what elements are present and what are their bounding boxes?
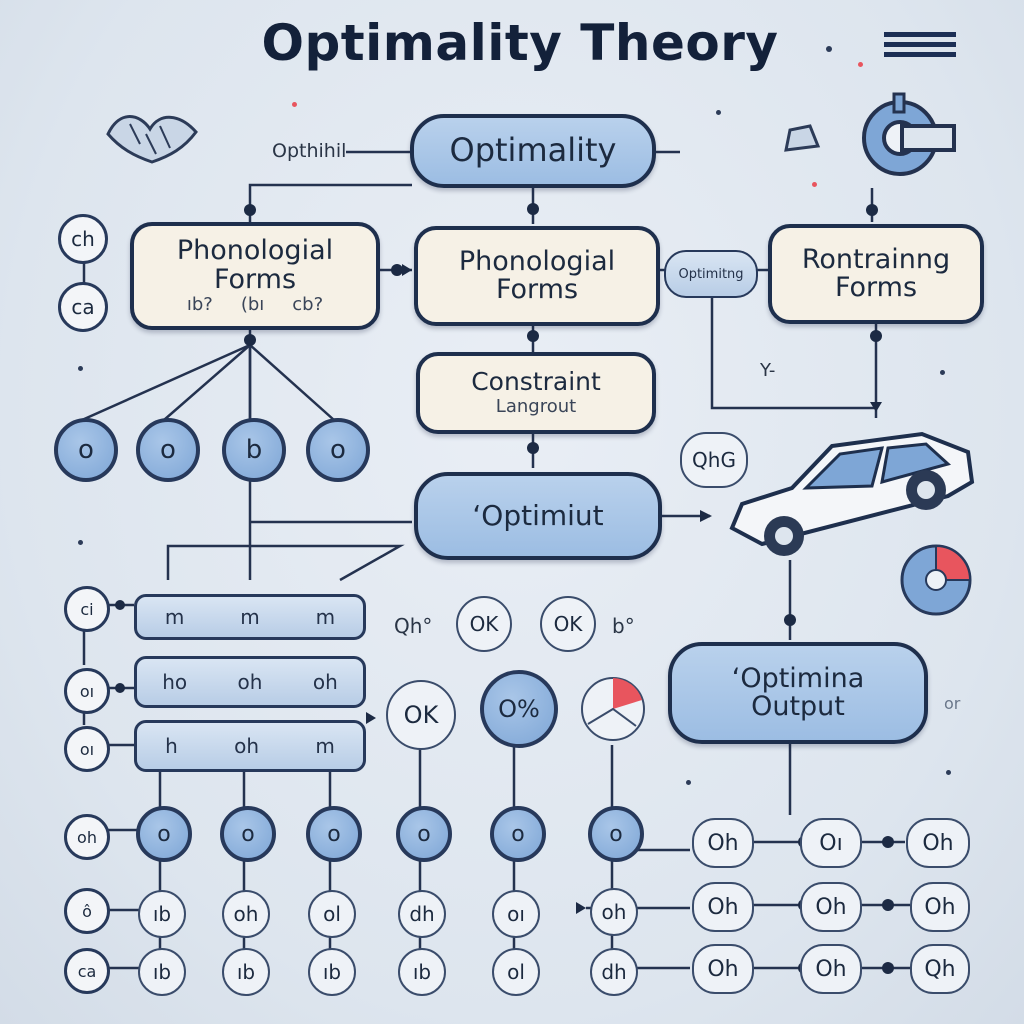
grid-node[interactable]: o — [306, 806, 362, 862]
optimality-node[interactable]: Optimality — [410, 114, 656, 188]
b-label: b° — [612, 614, 635, 638]
ok-bubble: OK — [456, 596, 512, 652]
grid-node[interactable]: ıb — [308, 948, 356, 996]
row-marker: oı — [64, 668, 110, 714]
grid-node[interactable]: ol — [308, 890, 356, 938]
gauge-pie-icon — [581, 677, 645, 741]
constraint-title: Constraint — [471, 367, 601, 397]
speck — [292, 102, 297, 107]
left-box-subs: ıb? (bı cb? — [186, 293, 324, 315]
optimal-output-node[interactable]: ‘Optimina Output — [668, 642, 928, 744]
hand-drawn-figure-icon — [106, 115, 198, 164]
grid-node[interactable]: o — [220, 806, 276, 862]
constraining-forms-box[interactable]: Rontrainng Forms — [768, 224, 984, 324]
phonological-forms-left[interactable]: Phonologial Forms ıb? (bı cb? — [130, 222, 380, 330]
small-sketch-icon — [784, 124, 821, 152]
grid-node[interactable]: oı — [492, 890, 540, 938]
qhg-bubble: QhG — [680, 432, 748, 488]
top-side-label: Opthihil — [272, 140, 347, 162]
grid-node[interactable]: ıb — [222, 948, 270, 996]
speck — [940, 370, 945, 375]
right-box-title: Rontrainng Forms — [801, 243, 951, 303]
page-title: Optimality Theory — [261, 14, 779, 72]
grid-node[interactable]: ol — [492, 948, 540, 996]
grid-node[interactable]: ıb — [398, 948, 446, 996]
grid-node[interactable]: o — [490, 806, 546, 862]
grid-node[interactable]: oh — [222, 890, 270, 938]
menu-icon[interactable] — [884, 32, 956, 68]
row-marker: ci — [64, 586, 110, 632]
pie-chart-icon — [900, 544, 972, 616]
grid-row-marker: ô — [64, 888, 110, 934]
phonological-forms-center[interactable]: Phonologial Forms — [414, 226, 660, 326]
optimit-node[interactable]: ‘Optimiut — [414, 472, 662, 560]
branch-circle[interactable]: o — [136, 418, 200, 482]
qh-label: Qh° — [394, 614, 433, 638]
chain-node[interactable]: Oh — [692, 944, 754, 994]
optimiting-connector[interactable]: Optimitng — [664, 250, 758, 298]
speck — [812, 182, 817, 187]
chain-node[interactable]: Qh — [910, 944, 970, 994]
optimality-node-label: Optimality — [449, 131, 617, 170]
row-marker: oı — [64, 726, 110, 772]
gauge-ok: OK — [386, 680, 456, 750]
center-box-title: Phonologial Forms — [458, 245, 616, 305]
optimit-node-label: ‘Optimiut — [472, 499, 604, 533]
grid-node[interactable]: dh — [590, 948, 638, 996]
speck — [78, 366, 83, 371]
ok-bubble: OK — [540, 596, 596, 652]
speck — [78, 540, 83, 545]
grid-node[interactable]: o — [588, 806, 644, 862]
output-node-label: ‘Optimina Output — [731, 662, 865, 722]
speck — [858, 62, 863, 67]
grid-node[interactable]: dh — [398, 890, 446, 938]
grid-node[interactable]: oh — [590, 888, 638, 936]
chain-node[interactable]: Oh — [692, 882, 754, 932]
branch-circle[interactable]: b — [222, 418, 286, 482]
marker-ca: ca — [58, 282, 108, 332]
constraint-sub: Langrout — [495, 395, 577, 417]
grid-row-marker: ca — [64, 948, 110, 994]
chain-node[interactable]: Oh — [906, 818, 970, 868]
chain-node[interactable]: Oh — [910, 882, 970, 932]
speck — [686, 780, 691, 785]
gear-icon — [862, 92, 956, 176]
grid-node[interactable]: ıb — [138, 948, 186, 996]
chain-node[interactable]: Oh — [800, 882, 862, 932]
marker-ch: ch — [58, 214, 108, 264]
branch-circle[interactable]: o — [54, 418, 118, 482]
gauge-percent: O% — [480, 670, 558, 748]
left-box-title: Phonologial Forms — [176, 235, 334, 295]
grid-node[interactable]: o — [396, 806, 452, 862]
speck — [826, 46, 832, 52]
or-label: or — [944, 694, 961, 713]
branch-circle[interactable]: o — [306, 418, 370, 482]
speck — [946, 770, 951, 775]
chain-node[interactable]: Oh — [692, 818, 754, 868]
car-icon — [729, 431, 975, 556]
grid-row-marker: oh — [64, 814, 110, 860]
constraint-box[interactable]: Constraint Langrout — [416, 352, 656, 434]
ym-label: Y- — [760, 360, 776, 381]
chain-node[interactable]: Oh — [800, 944, 862, 994]
chain-node[interactable]: Oı — [800, 818, 862, 868]
grid-node[interactable]: ıb — [138, 890, 186, 938]
speck — [716, 110, 721, 115]
grid-node[interactable]: o — [136, 806, 192, 862]
